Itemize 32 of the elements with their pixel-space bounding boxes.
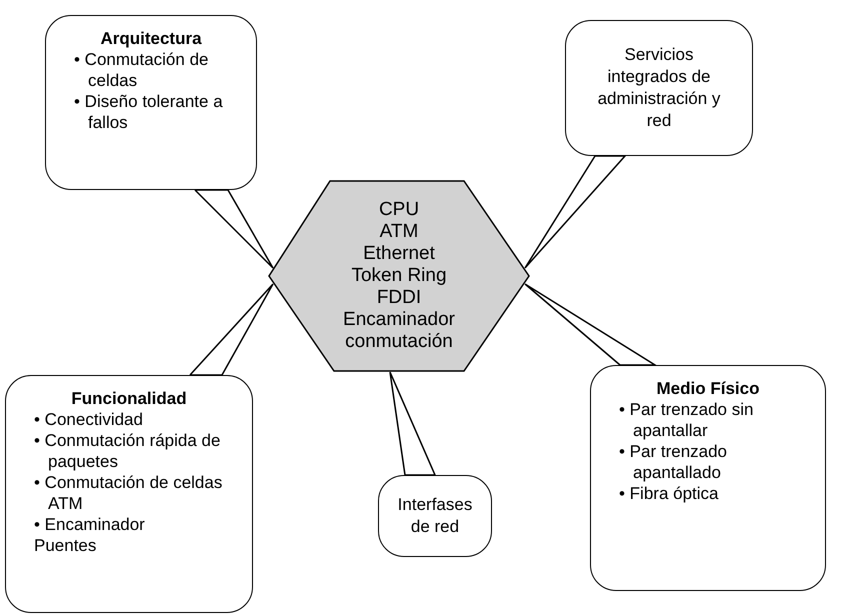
hexagon-label: Token Ring	[350, 265, 448, 287]
bubble-heading: Arquitectura	[100, 28, 202, 49]
bullet-item: • Par trenzado sin apantallar	[619, 399, 754, 441]
hexagon-label: Encaminador conmutación	[342, 309, 456, 353]
bullet-item: • Conmutación de celdas ATM	[34, 472, 224, 514]
bubble-heading: Medio Físico	[656, 378, 760, 399]
bullet-item: Puentes	[34, 535, 98, 556]
bubble-text: Servicios integrados de administración y red	[596, 44, 722, 132]
hexagon-label: FDDI	[376, 287, 422, 309]
hexagon-label: ATM	[378, 221, 420, 243]
callout-tail	[189, 283, 274, 376]
speech-bubble	[565, 20, 753, 156]
hexagon-node	[268, 180, 530, 372]
bubble-heading: Funcionalidad	[71, 388, 187, 409]
callout-tail	[194, 189, 274, 269]
bullet-item: • Conectividad	[34, 409, 144, 430]
hexagon-label: Ethernet	[362, 243, 436, 265]
speech-bubble	[378, 475, 492, 557]
callout-tail	[524, 283, 658, 366]
bullet-item: • Conmutación rápida de paquetes	[34, 430, 222, 472]
speech-bubble	[5, 375, 253, 613]
bubble-text: Interfases de red	[398, 494, 472, 538]
bullet-item: • Encaminador	[34, 514, 146, 535]
bullet-item: • Conmutación de celdas	[74, 49, 210, 91]
speech-bubble	[45, 15, 257, 190]
hexagon-label: CPU	[378, 199, 420, 221]
callout-tail	[389, 371, 436, 476]
bullet-item: • Par trenzado apantallado	[619, 441, 728, 483]
speech-bubble	[590, 365, 826, 591]
callout-tail	[524, 155, 627, 269]
bullet-item: • Diseño tolerante a fallos	[74, 91, 224, 133]
bullet-item: • Fibra óptica	[619, 483, 720, 504]
